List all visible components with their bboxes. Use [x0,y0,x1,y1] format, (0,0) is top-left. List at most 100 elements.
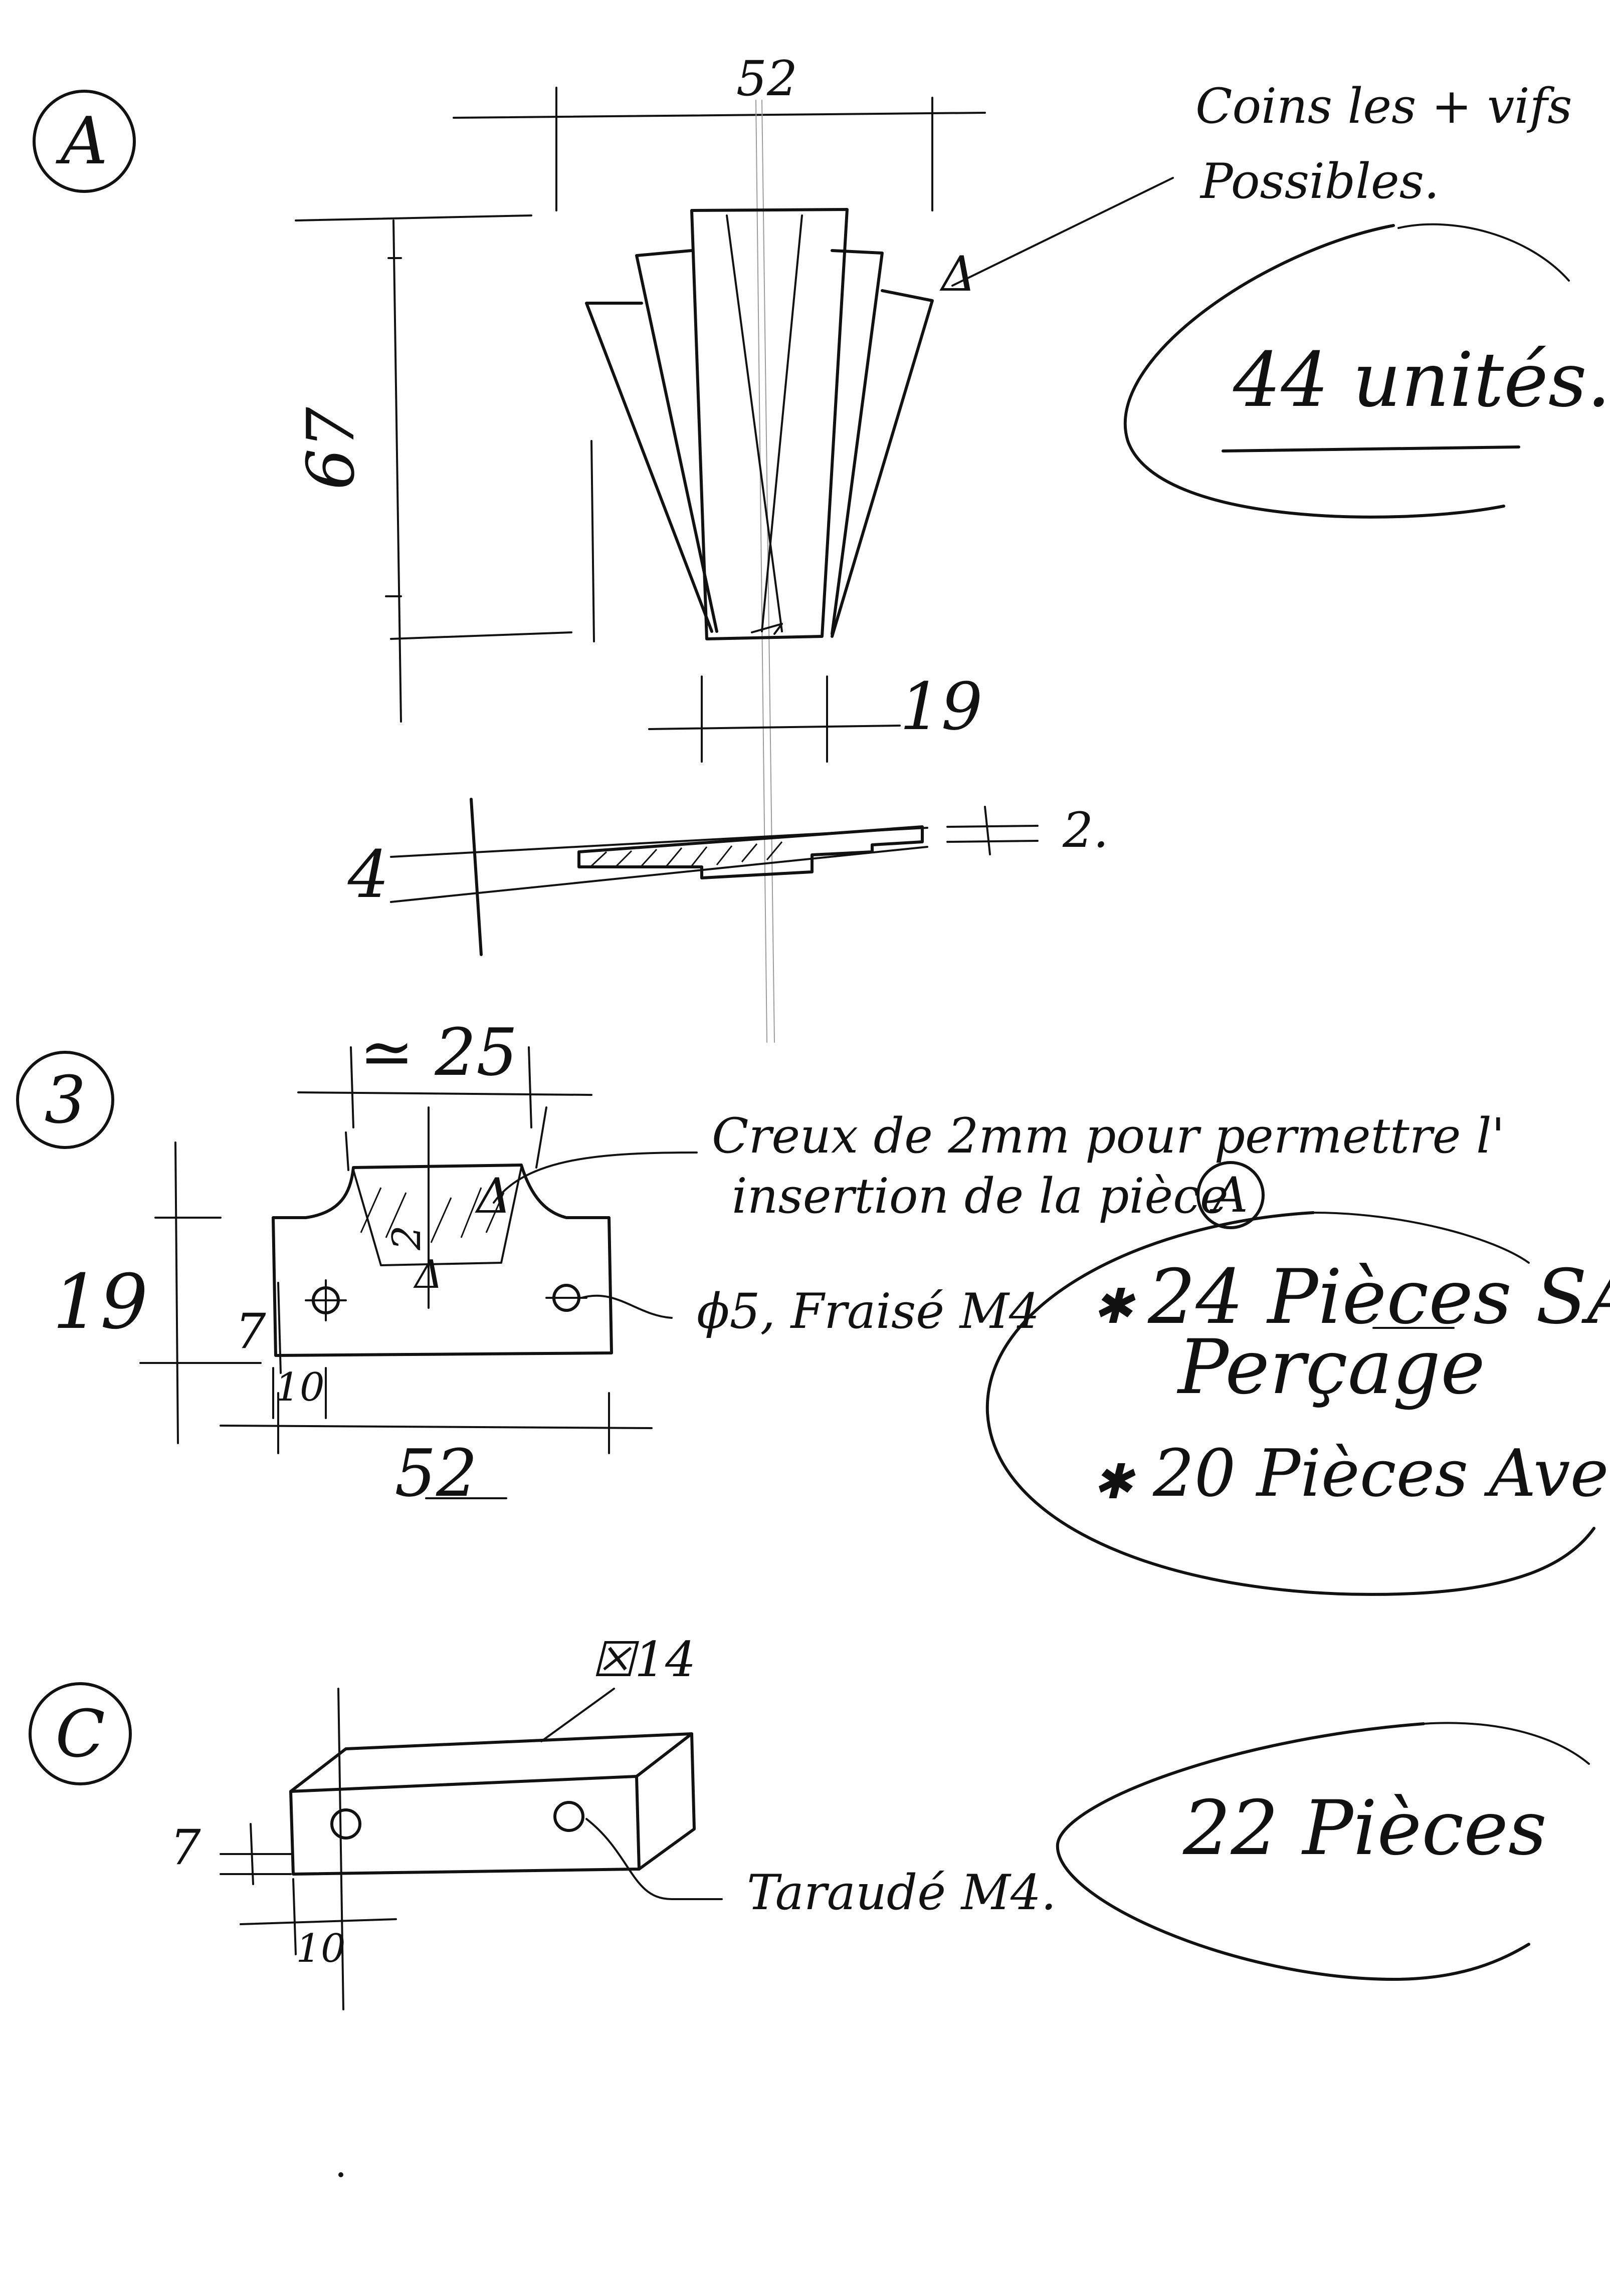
dim-line-top [453,112,986,119]
section-b-note-ref: A [1209,1167,1248,1223]
section-a-marker: A [56,103,108,179]
section-b-dim-hole-offset: 10 [275,1365,324,1410]
hatch-line [430,1197,452,1243]
section-c-dim-hole-offset: 10 [296,1926,345,1971]
section-b-hole-note: ϕ5, Fraisé M4 [697,1283,1040,1339]
dim-ext-line [292,1878,297,1955]
quantity-oval-a-tail [1397,223,1570,282]
quantity-oval-b-tail [1312,1212,1530,1264]
section-b-qty-line1b: Perçage [1176,1324,1485,1411]
side-view-bottom [390,846,928,903]
note-ref-circle [1196,1161,1265,1229]
section-b-marker-circle [16,1051,114,1149]
part-a-fin-left-outer [585,302,713,633]
note-leader [951,177,1174,287]
part-a-bottom-mark [751,623,783,635]
quantity-oval-a [1123,224,1505,519]
section-a-note-line2: Possibles. [1199,153,1439,209]
dim-line-height [392,219,402,723]
dim-line-width [220,1425,653,1429]
section-c-quantity: 22 Pièces [1182,1785,1547,1872]
dim-ext-line [295,214,532,221]
stray-mark [338,2172,343,2177]
section-b: 3 ≃ 25 2 Δ Δ Creux de 2mm pour permettre [16,1014,1610,1596]
section-b-edge-symbol: Δ [474,1168,511,1224]
thickness-tick [946,825,1039,828]
section-b-dim-depth: 2 [384,1225,430,1251]
section-b-note-line2: insertion de la pièce [732,1168,1229,1224]
part-c-front [289,1775,641,1876]
section-a-dim-thickness-right: 2. [1062,802,1109,858]
hatch-line [385,1192,407,1238]
section-a-dim-height: 67 [293,407,369,490]
quantity-underline-a [1222,445,1520,452]
dim-ext-line [390,631,572,640]
section-c-hole-note: Taraudé M4. [747,1865,1056,1921]
section-b-note-line1: Creux de 2mm pour permettre l' [712,1108,1505,1164]
hatch-line [766,841,783,860]
part-a-inner-lines [726,214,803,632]
section-b-marker: 3 [45,1062,86,1138]
section-a-dim-top: 52 [736,51,797,107]
thickness-tick [946,840,1039,843]
hatch-line [641,848,658,867]
hatch-line [741,843,758,862]
section-a-dim-bottom: 19 [900,668,982,745]
bullet-star: ✱ [1093,1278,1136,1334]
section-c-dim-width-sym: ☒14 [591,1632,696,1688]
hatch-line [485,1192,505,1233]
hatch-line [460,1187,482,1238]
side-view-ref [470,798,483,956]
section-a-marker-circle [33,90,136,193]
part-a-fin-right [831,249,884,635]
section-a-edge-symbol: Δ [939,246,975,302]
dim-line-hole-height [250,1823,254,1885]
section-b-dim-top: ≃ 25 [359,1014,518,1090]
hole-leader [580,1294,673,1319]
quantity-oval-c [1056,1722,1530,1981]
side-view-hatch [590,841,783,867]
part-a-fin-right-outer [831,289,934,638]
quantity-oval-c-tail [1423,1722,1590,1765]
hatch-line [616,850,633,867]
section-a-dim-thickness-left: 4 [347,836,389,912]
section-c-marker: C [55,1696,105,1772]
part-a-fin-left [635,249,718,633]
section-b-dim-height: 19 [53,1259,148,1346]
dim-ext-line [350,1046,354,1128]
dim-line-offset [240,1918,397,1925]
hole-left [330,1808,361,1840]
profile-tick [345,1131,349,1171]
part-c-side [638,1732,696,1871]
slot-edge-symbol: Δ [413,1252,443,1297]
hidden-line [590,440,595,642]
section-c-marker-circle [29,1682,132,1785]
hatch-line [360,1187,382,1233]
dim-line-top [297,1091,592,1096]
part-b-slot-hatch [360,1187,505,1243]
hatch-line [716,845,733,865]
hatch-line [666,847,683,866]
hole-leader-c [585,1818,723,1900]
dim-leader-14 [540,1688,615,1742]
part-a-core [690,208,849,640]
section-a-note-line1: Coins les + vifs [1195,78,1572,134]
section-b-qty-line2: 20 Pièces Avec Perçage [1152,1435,1610,1511]
part-c-top [289,1732,693,1793]
bullet-star: ✱ [1093,1454,1136,1510]
section-a: A 52 67 Δ Coins les + vifs Possibles. [33,51,1610,1043]
dim-line-height [174,1141,179,1444]
hatch-line [590,851,608,867]
hatch-line [691,846,708,866]
thickness-dim-line [984,806,991,855]
part-b-outline [272,1164,613,1357]
profile-tick [535,1106,547,1169]
quantity-oval-b [985,1211,1595,1596]
section-b-qty-line1: 24 Pièces SANS [1147,1254,1610,1341]
note-leader-b [493,1152,698,1204]
dim-ext-line [337,1688,344,2010]
center-line [755,100,767,1043]
dim-ext-line [528,1046,532,1128]
section-a-quantity: 44 unités. [1233,337,1610,424]
